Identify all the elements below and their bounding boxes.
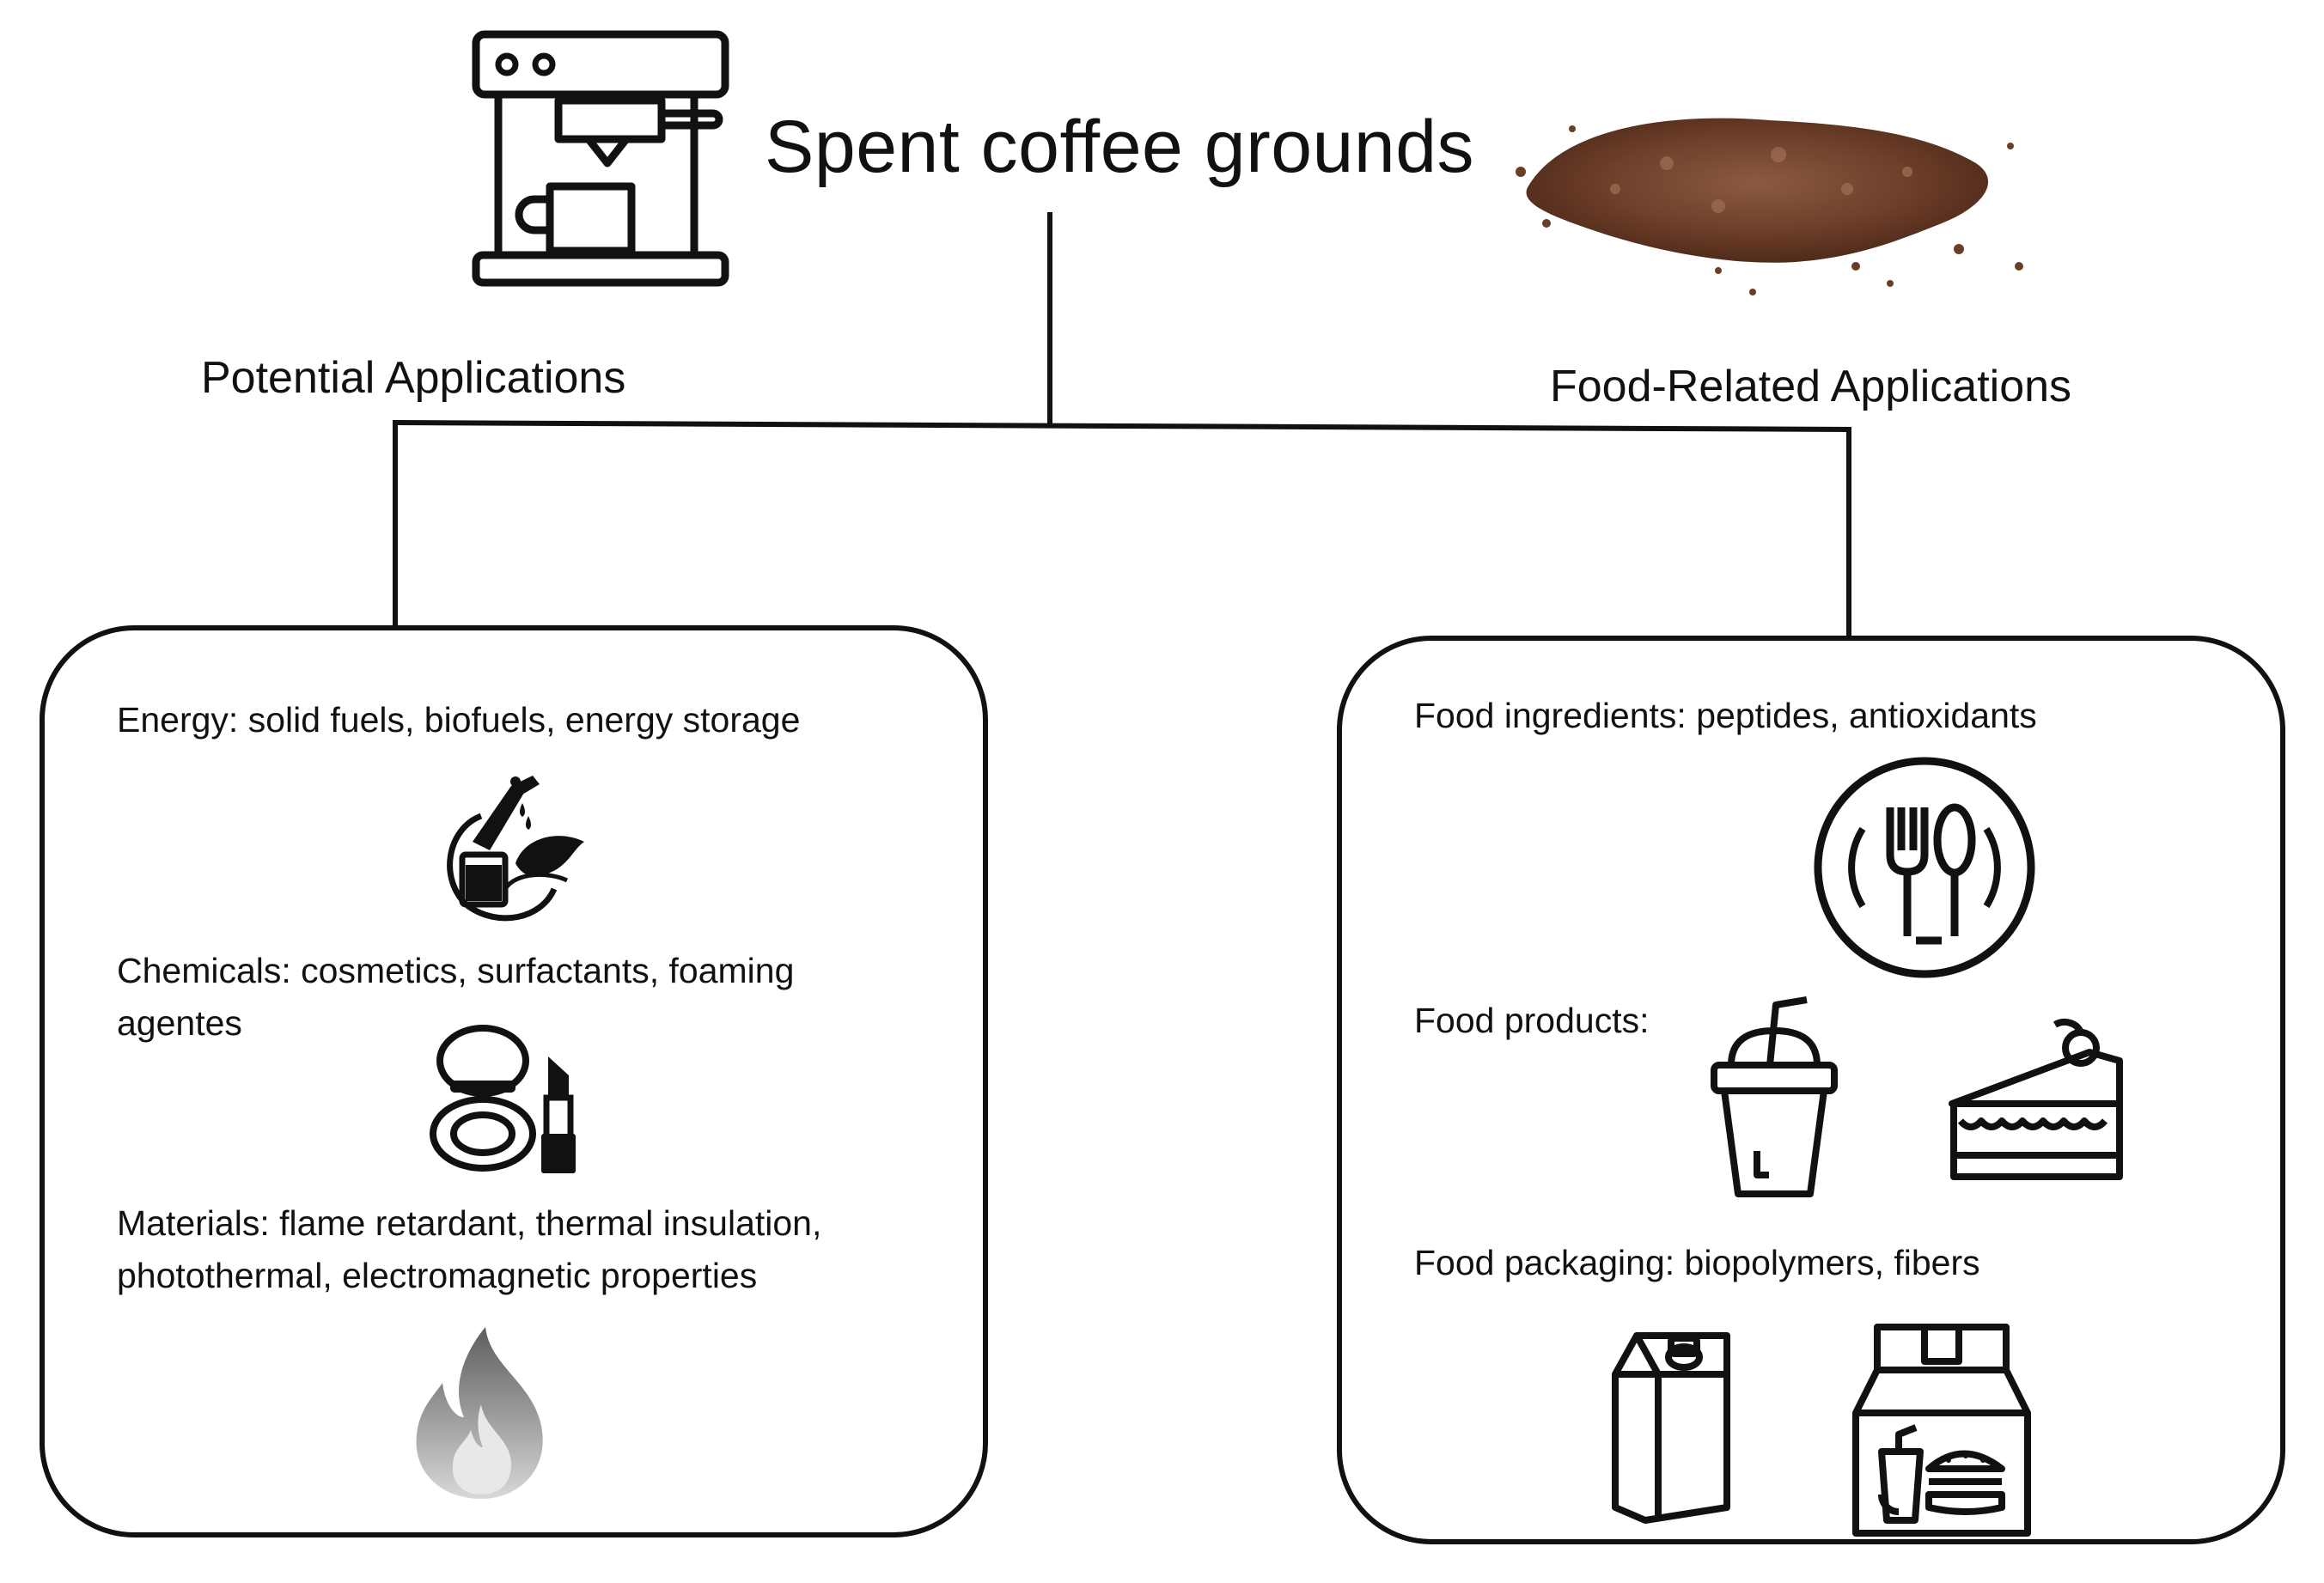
takeaway-bag-icon	[1847, 1318, 2036, 1542]
materials-caption-line-1: Materials: flame retardant, thermal insu…	[117, 1203, 822, 1243]
materials-caption: Materials: flame retardant, thermal insu…	[117, 1197, 821, 1301]
materials-caption-line-2: photothermal, electromagnetic properties	[117, 1255, 758, 1295]
food-packaging-caption-line-1: Food packaging: biopolymers, fibers	[1414, 1243, 1980, 1282]
food-products-caption-line-1: Food products:	[1414, 1001, 1650, 1040]
drink-cup-icon	[1705, 988, 1843, 1202]
biofuel-pump-leaf-icon	[430, 769, 593, 923]
coffee-grounds-pile-icon	[1495, 94, 2045, 318]
energy-caption-line-1: Energy: solid fuels, biofuels, energy st…	[117, 700, 801, 740]
flame-icon	[404, 1323, 558, 1503]
diagram-title: Spent coffee grounds	[765, 106, 1475, 188]
chemicals-caption-line-2: agentes	[117, 1002, 242, 1043]
crossbar-line	[392, 419, 1852, 433]
cake-slice-icon	[1943, 1018, 2132, 1190]
branch-label-food-related: Food-Related Applications	[1550, 362, 2072, 411]
food-ingredients-caption: Food ingredients: peptides, antioxidants	[1414, 690, 2037, 742]
cosmetics-compact-lipstick-icon	[430, 1022, 601, 1177]
energy-caption: Energy: solid fuels, biofuels, energy st…	[117, 694, 800, 746]
food-ingredients-caption-line-1: Food ingredients: peptides, antioxidants	[1414, 696, 2037, 735]
coffee-machine-icon	[464, 27, 739, 294]
plate-fork-spoon-icon	[1813, 756, 2036, 979]
chemicals-caption: Chemicals: cosmetics, surfactants, foami…	[117, 945, 794, 1049]
branch-label-potential: Potential Applications	[201, 353, 626, 403]
chemicals-caption-line-1: Chemicals: cosmetics, surfactants, foami…	[117, 951, 795, 990]
food-packaging-caption: Food packaging: biopolymers, fibers	[1414, 1237, 1980, 1289]
milk-carton-icon	[1598, 1323, 1744, 1529]
food-products-caption: Food products:	[1414, 995, 1650, 1047]
